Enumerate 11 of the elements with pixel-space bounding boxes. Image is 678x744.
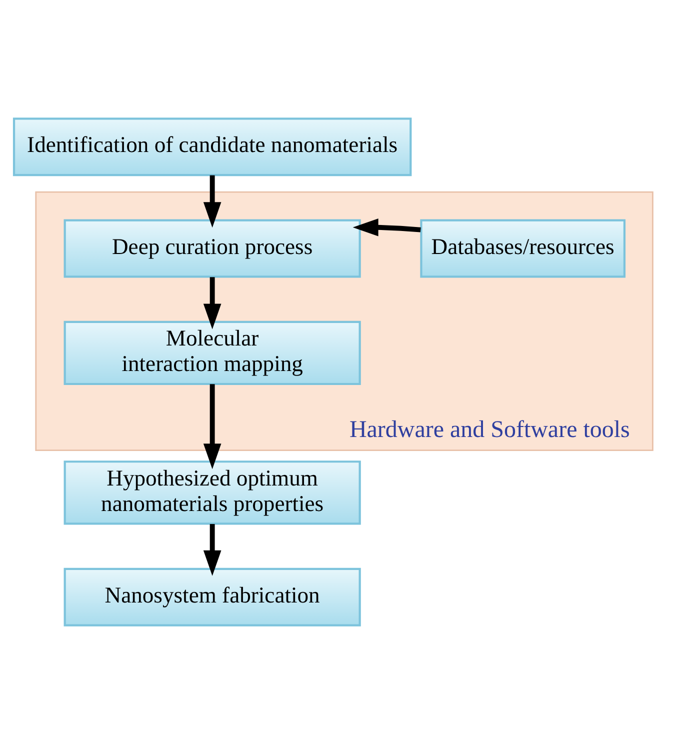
arrow [203,277,222,330]
arrow [203,524,222,576]
arrow [203,384,222,470]
arrow [203,175,222,228]
node-box: Molecular interaction mapping [64,320,361,386]
node-box: Nanosystem fabrication [64,568,361,626]
node-box: Identification of candidate nanomaterials [12,118,412,176]
node-box: Databases/resources [420,219,626,278]
node-box: Deep curation process [64,219,361,278]
node-box: Hypothesized optimum nanomaterials properties [64,460,361,525]
arrow [352,218,421,236]
